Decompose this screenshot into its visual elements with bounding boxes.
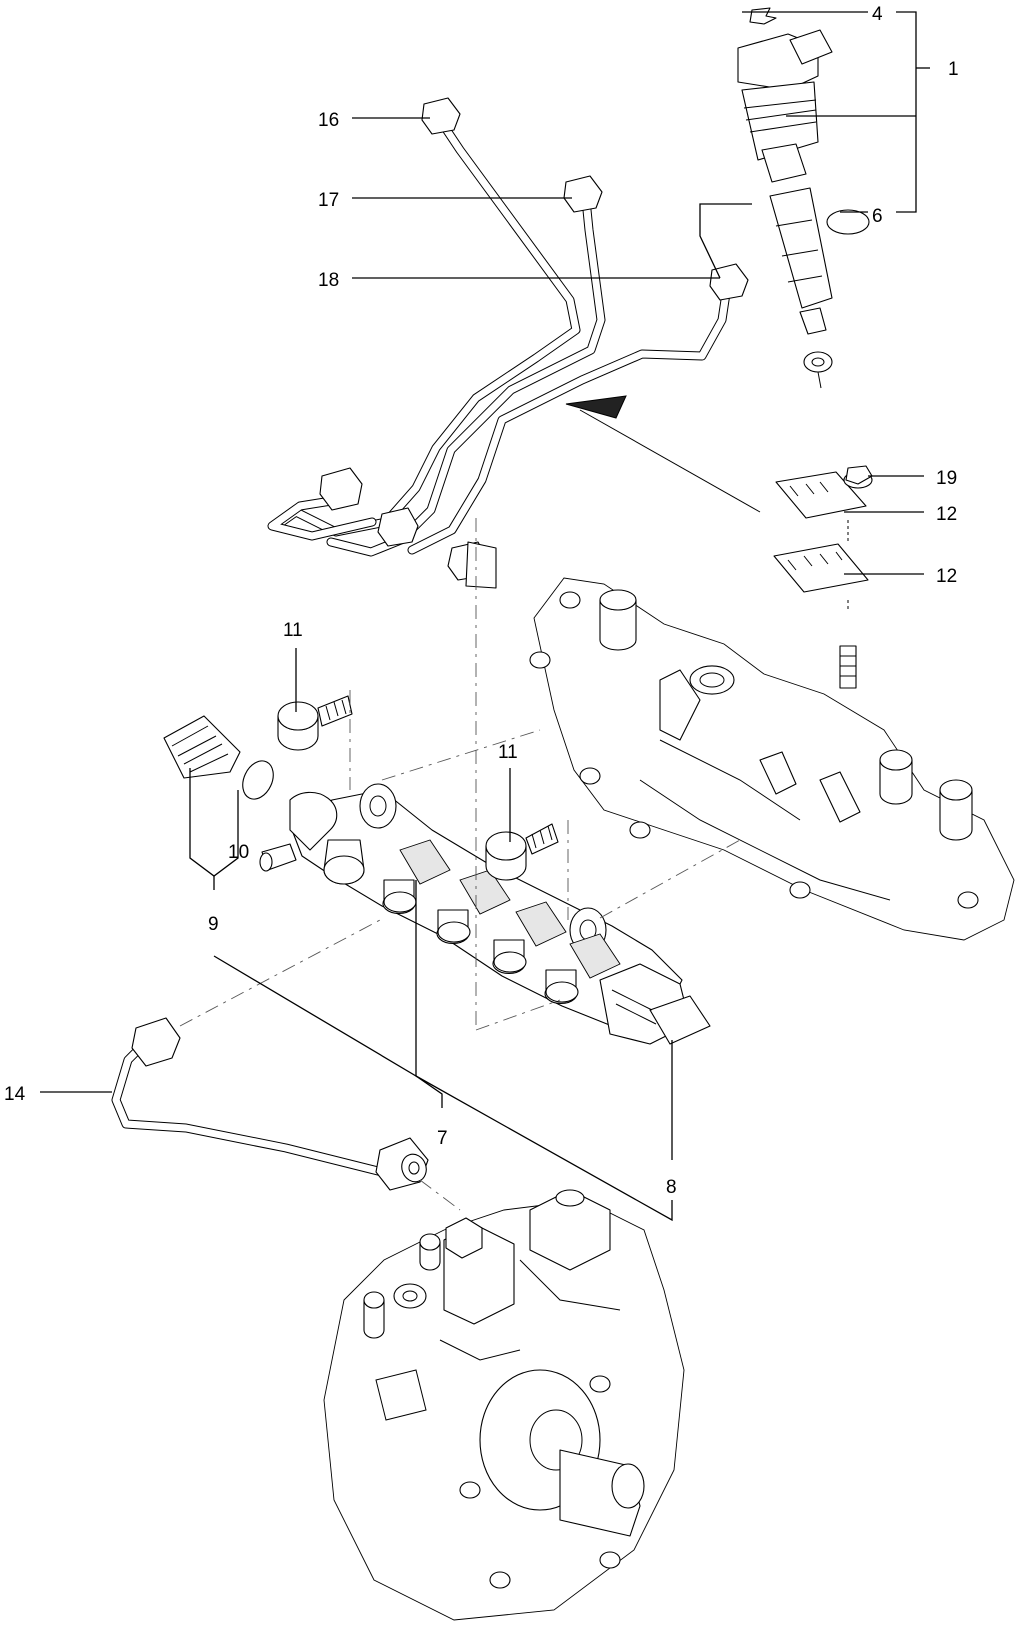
injector-nozzle-body <box>769 187 833 309</box>
callout-12-upper: 12 <box>936 504 957 525</box>
callout-7: 7 <box>437 1128 448 1149</box>
pipe-nut-rail-2 <box>377 507 419 547</box>
rail-plug-and-seal <box>163 715 274 800</box>
callout-9: 9 <box>208 914 219 935</box>
rail-plug <box>163 715 241 779</box>
leader-lines <box>40 11 930 1222</box>
callout-1: 1 <box>948 59 959 80</box>
injector-pipes <box>267 97 749 589</box>
sensor-connector <box>649 995 711 1045</box>
injector-clip <box>749 7 777 25</box>
injector-connector <box>789 29 833 65</box>
injector-inlet <box>761 143 807 183</box>
rail-boss-1 <box>359 783 397 829</box>
feed-pipe-nut-rail <box>131 1017 181 1067</box>
fuel-rail <box>259 783 711 1045</box>
callout-11-upper: 11 <box>283 620 303 641</box>
pipe-bracket <box>465 541 497 589</box>
callout-14: 14 <box>4 1084 26 1105</box>
clamp-upper <box>775 471 867 519</box>
pipe-nut-16 <box>421 97 461 135</box>
clamp-stud <box>839 645 857 689</box>
pipe-nut-17 <box>563 175 603 213</box>
callout-labels: 4 1 6 16 17 18 19 12 12 11 11 10 9 14 7 … <box>4 4 959 1198</box>
rail-bolt-lower <box>485 823 559 881</box>
callout-11-lower: 11 <box>498 742 518 763</box>
pump-to-rail-pipe <box>111 1017 429 1191</box>
rail-outlets <box>323 839 621 1004</box>
callout-10: 10 <box>228 842 249 863</box>
pipe-nut-rail-1 <box>319 467 363 511</box>
high-pressure-pump <box>323 1189 685 1621</box>
pipe-clamp-assembly <box>773 465 873 689</box>
injector-assembly <box>737 7 870 389</box>
rail-end-cap <box>289 791 338 851</box>
callout-8: 8 <box>666 1177 677 1198</box>
callout-12-lower: 12 <box>936 566 957 587</box>
injector-o-ring <box>826 209 870 235</box>
callout-16: 16 <box>318 110 339 131</box>
assembly-dash-lines <box>179 518 741 1211</box>
injector-tip <box>799 307 827 335</box>
callout-19: 19 <box>936 468 957 489</box>
pipe-nut-18 <box>709 263 749 301</box>
plug-seal-ring <box>242 760 274 800</box>
callout-4: 4 <box>872 4 883 25</box>
callout-6: 6 <box>872 206 883 227</box>
callout-18: 18 <box>318 270 339 291</box>
injector-washer <box>803 351 833 373</box>
assembly-arrow <box>565 395 761 513</box>
callout-17: 17 <box>318 190 339 211</box>
clamp-lower <box>773 543 869 593</box>
rail-bolt-upper <box>277 695 353 751</box>
engine-housing-background <box>529 577 1015 941</box>
